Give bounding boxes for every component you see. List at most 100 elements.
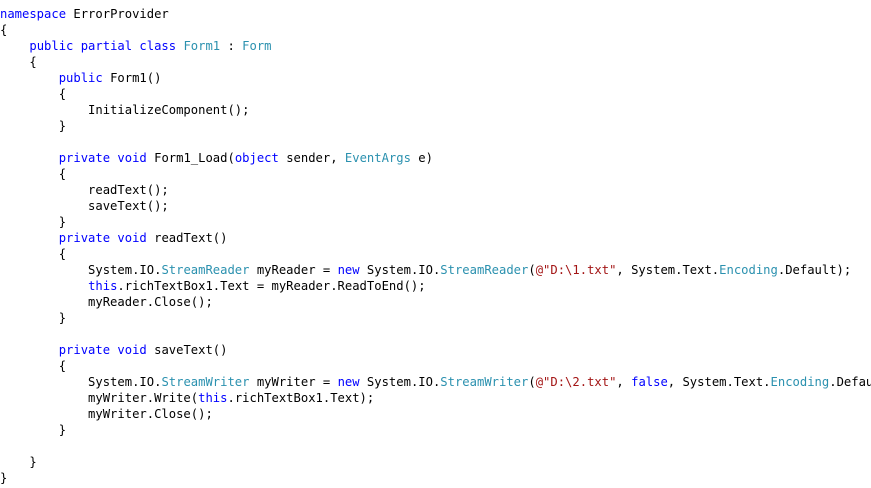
code-line[interactable]: { bbox=[0, 54, 871, 70]
code-token: Encoding bbox=[719, 263, 778, 277]
code-token: ( bbox=[528, 263, 536, 277]
code-token bbox=[0, 71, 59, 85]
code-token: false bbox=[631, 375, 668, 389]
code-token: { bbox=[0, 359, 67, 373]
code-line[interactable]: } bbox=[0, 214, 871, 230]
code-line[interactable]: } bbox=[0, 454, 871, 470]
code-token: } bbox=[0, 119, 67, 133]
code-token: StreamWriter bbox=[440, 375, 529, 389]
code-line[interactable]: private void readText() bbox=[0, 230, 871, 246]
code-token: ErrorProvider bbox=[66, 7, 169, 21]
code-token: System.IO. bbox=[359, 375, 441, 389]
code-line[interactable]: } bbox=[0, 470, 871, 486]
code-line[interactable]: public Form1() bbox=[0, 70, 871, 86]
code-token: myReader = bbox=[249, 263, 338, 277]
code-token: private void bbox=[58, 343, 147, 357]
code-token: System.IO. bbox=[0, 375, 162, 389]
code-token: , System.Text. bbox=[667, 375, 771, 389]
code-token: { bbox=[0, 247, 67, 261]
code-token: } bbox=[0, 423, 67, 437]
code-token: { bbox=[0, 55, 37, 69]
code-token: .richTextBox1.Text = myReader.ReadToEnd(… bbox=[117, 279, 426, 293]
code-token: System.IO. bbox=[359, 263, 441, 277]
code-view[interactable]: namespace ErrorProvider{ public partial … bbox=[0, 6, 871, 486]
code-token bbox=[0, 279, 88, 293]
code-line[interactable]: myReader.Close(); bbox=[0, 294, 871, 310]
code-line[interactable]: InitializeComponent(); bbox=[0, 102, 871, 118]
code-token: public bbox=[58, 71, 103, 85]
code-token: saveText() bbox=[146, 343, 228, 357]
code-token: Form bbox=[242, 39, 272, 53]
code-token: { bbox=[0, 167, 67, 181]
code-line[interactable]: saveText(); bbox=[0, 198, 871, 214]
code-token: System.IO. bbox=[0, 263, 162, 277]
code-token: .Default); bbox=[777, 263, 852, 277]
code-line[interactable] bbox=[0, 326, 871, 342]
code-line[interactable]: private void saveText() bbox=[0, 342, 871, 358]
code-token: StreamReader bbox=[161, 263, 250, 277]
code-token: : bbox=[220, 39, 243, 53]
code-line[interactable]: myWriter.Close(); bbox=[0, 406, 871, 422]
code-token: , System.Text. bbox=[616, 263, 720, 277]
code-token: private void bbox=[58, 231, 147, 245]
code-token bbox=[0, 151, 59, 165]
code-line[interactable] bbox=[0, 438, 871, 454]
code-token: public partial class bbox=[29, 39, 177, 53]
code-token: } bbox=[0, 471, 8, 485]
code-token: StreamWriter bbox=[161, 375, 250, 389]
code-token: private void bbox=[58, 151, 147, 165]
code-token: myWriter.Write( bbox=[0, 391, 199, 405]
code-token: myWriter.Close(); bbox=[0, 407, 213, 421]
code-token: new bbox=[337, 263, 360, 277]
code-token: e) bbox=[410, 151, 433, 165]
code-line[interactable] bbox=[0, 134, 871, 150]
code-line[interactable]: } bbox=[0, 422, 871, 438]
code-token: StreamReader bbox=[440, 263, 529, 277]
code-token: InitializeComponent(); bbox=[0, 103, 250, 117]
code-token: .richTextBox1.Text); bbox=[227, 391, 375, 405]
code-line[interactable]: } bbox=[0, 118, 871, 134]
code-line[interactable]: myWriter.Write(this.richTextBox1.Text); bbox=[0, 390, 871, 406]
code-token: this bbox=[198, 391, 228, 405]
code-token: new bbox=[337, 375, 360, 389]
code-token: Form1() bbox=[102, 71, 162, 85]
code-token: } bbox=[0, 455, 37, 469]
code-line[interactable]: { bbox=[0, 246, 871, 262]
code-token bbox=[0, 39, 29, 53]
code-line[interactable]: { bbox=[0, 86, 871, 102]
code-line[interactable]: this.richTextBox1.Text = myReader.ReadTo… bbox=[0, 278, 871, 294]
code-token: saveText(); bbox=[0, 199, 169, 213]
code-token: myWriter = bbox=[249, 375, 338, 389]
code-token: Encoding bbox=[770, 375, 830, 389]
code-line[interactable]: System.IO.StreamReader myReader = new Sy… bbox=[0, 262, 871, 278]
code-line[interactable]: { bbox=[0, 22, 871, 38]
code-token: EventArgs bbox=[344, 151, 411, 165]
code-line[interactable]: private void Form1_Load(object sender, E… bbox=[0, 150, 871, 166]
code-token bbox=[0, 231, 59, 245]
code-token bbox=[0, 343, 59, 357]
code-token: { bbox=[0, 87, 67, 101]
code-token: this bbox=[88, 279, 118, 293]
code-token: readText(); bbox=[0, 183, 169, 197]
code-line[interactable]: namespace ErrorProvider bbox=[0, 6, 871, 22]
code-token: @"D:\1.txt" bbox=[535, 263, 617, 277]
code-line[interactable]: } bbox=[0, 310, 871, 326]
code-token: Form1_Load( bbox=[146, 151, 235, 165]
code-token: .Default); bbox=[829, 375, 871, 389]
code-token: object bbox=[234, 151, 279, 165]
code-token: } bbox=[0, 215, 67, 229]
code-token: namespace bbox=[0, 7, 67, 21]
code-token: readText() bbox=[146, 231, 228, 245]
code-line[interactable]: System.IO.StreamWriter myWriter = new Sy… bbox=[0, 374, 871, 390]
code-line[interactable]: { bbox=[0, 166, 871, 182]
code-line[interactable]: { bbox=[0, 358, 871, 374]
code-line[interactable]: readText(); bbox=[0, 182, 871, 198]
code-line[interactable]: public partial class Form1 : Form bbox=[0, 38, 871, 54]
code-token: , bbox=[616, 375, 632, 389]
code-token: @"D:\2.txt" bbox=[535, 375, 617, 389]
code-token: ( bbox=[528, 375, 536, 389]
code-token: Form1 bbox=[183, 39, 221, 53]
code-token: { bbox=[0, 23, 8, 37]
code-token: sender, bbox=[278, 151, 345, 165]
